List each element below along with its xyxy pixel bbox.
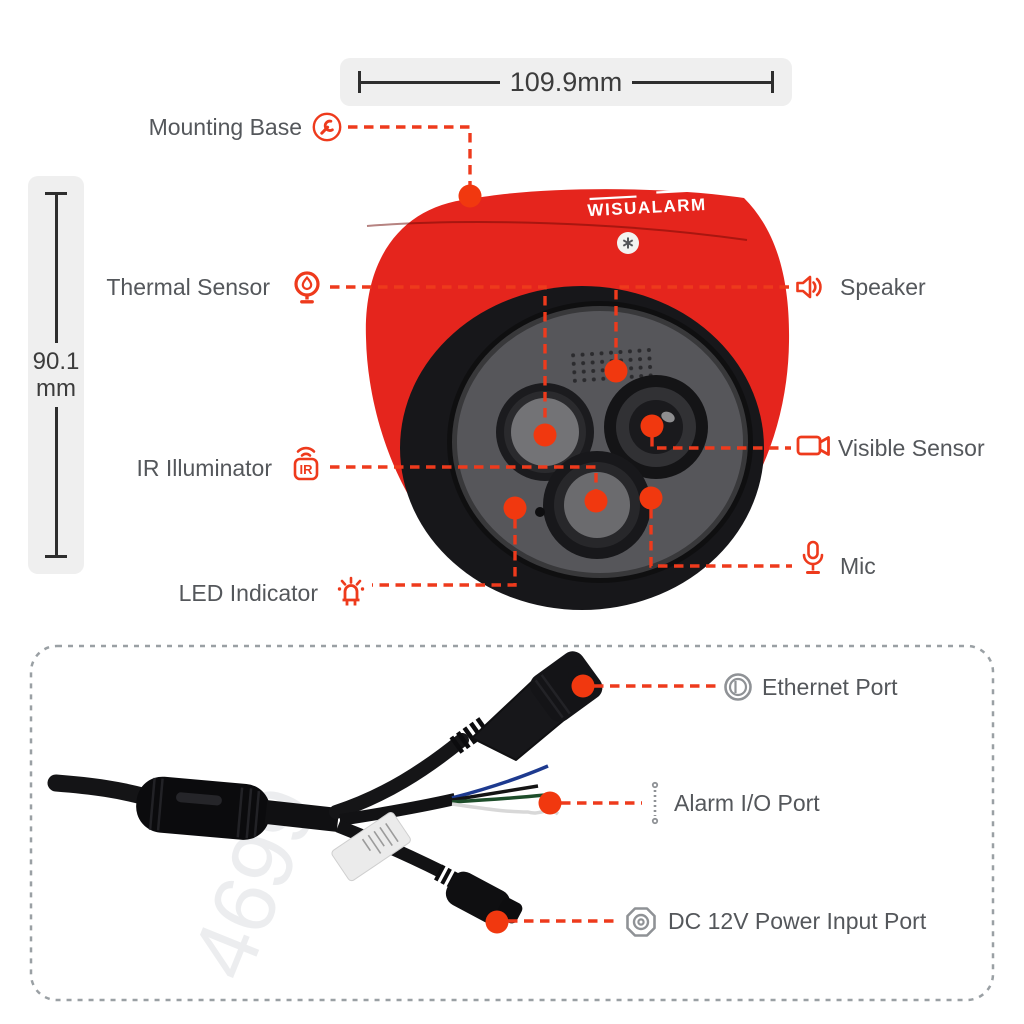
main-cable [47,774,155,806]
label-ir-illuminator: IR Illuminator [136,455,272,481]
height-dimension-value: 90.1 mm [32,348,80,402]
label-mic: Mic [840,553,876,579]
callout-dot-dc-power [485,910,509,934]
video-camera-icon [795,432,835,462]
callout-dot-visible-sensor [640,414,664,438]
ir-waves-icon: IR [286,438,326,486]
callout-dot-ethernet [571,674,595,698]
terminal-strip-icon [646,780,664,826]
dimension-tick [45,555,67,558]
callout-line-visible-sensor [650,437,791,450]
label-dc-power-port: DC 12V Power Input Port [668,908,927,934]
width-dimension-bar: 109.9mm [340,58,792,106]
speaker-icon [793,270,829,304]
dimension-line [54,195,58,343]
dc-jack-icon [623,904,659,940]
dimension-line [361,80,500,84]
led-icon [332,572,370,612]
callout-dot-alarm-io [538,791,562,815]
microphone-icon [796,538,830,584]
thermal-sensor-icon [288,268,326,310]
cable-spec-label [331,811,411,882]
cable-harness: 4699 [47,651,603,992]
camera-illustration: WISUALARM [365,188,790,610]
label-mounting-base: Mounting Base [148,114,302,140]
dimension-line [54,407,58,555]
dimension-tick [45,192,67,195]
callout-line-thermal-sensor [330,285,547,424]
label-thermal-sensor: Thermal Sensor [106,274,270,300]
height-dimension-bar: 90.1 mm [28,176,84,574]
callout-line-mounting-base [348,125,472,186]
width-dimension-value: 109.9mm [509,66,623,97]
callout-dot-mounting-base [458,184,482,208]
label-ethernet-port: Ethernet Port [762,674,898,700]
ethernet-icon [722,671,754,703]
callout-line-mic [649,509,792,568]
callout-line-ir-illuminator [330,465,598,490]
callout-dot-ir-illuminator [584,489,608,513]
callout-dot-speaker [604,359,628,383]
label-visible-sensor: Visible Sensor [838,435,985,461]
dimension-tick [358,71,361,93]
cable-section-border [29,644,995,1002]
cable-ferrule [136,776,271,840]
dimension-line [632,80,771,84]
mic-hole [535,507,545,517]
dimension-tick [771,71,774,93]
ethernet-cable [329,651,603,819]
callout-dot-mic [639,486,663,510]
wrench-circle-icon [310,110,344,144]
svg-text:IR: IR [300,462,314,477]
callout-dot-led-indicator [503,496,527,520]
label-speaker: Speaker [840,274,926,300]
callout-dot-thermal-sensor [533,423,557,447]
callout-line-led-indicator [372,519,517,587]
mounting-base-seam [366,221,748,241]
label-alarm-io-port: Alarm I/O Port [674,790,820,816]
label-led-indicator: LED Indicator [178,580,318,606]
